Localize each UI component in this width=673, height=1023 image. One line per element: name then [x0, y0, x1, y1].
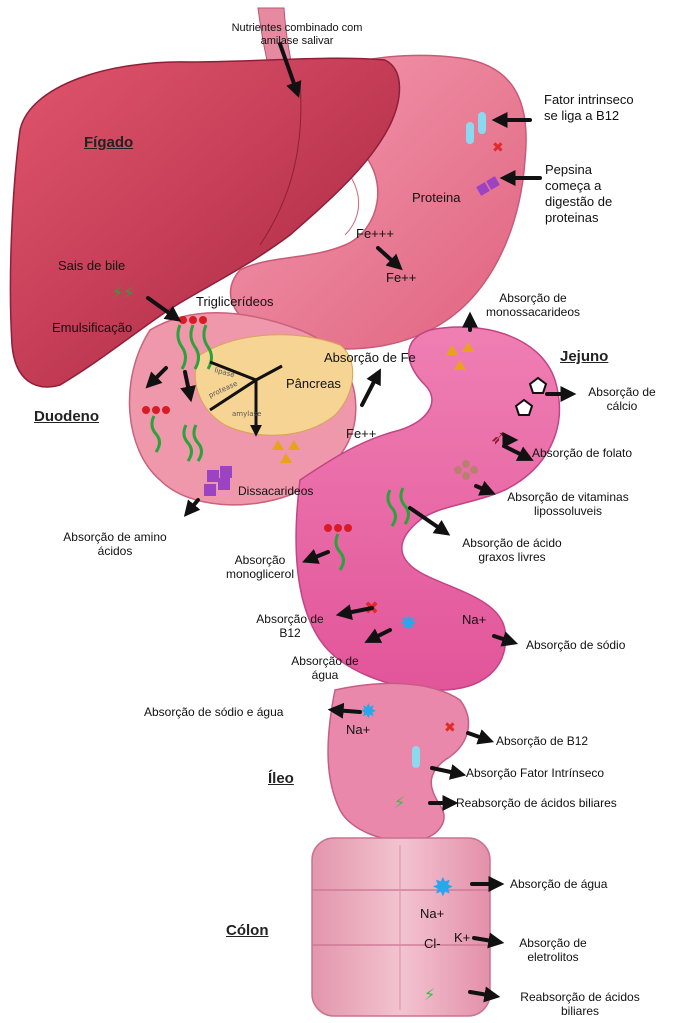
b12-label-line2: B12: [244, 626, 336, 640]
water-label-line2: água: [282, 668, 368, 682]
fatty-acids-label: Absorção de ácido graxos livres: [448, 536, 576, 564]
vitamins-label-line1: Absorção de vitaminas: [494, 490, 642, 504]
pancreas-label: Pâncreas: [286, 376, 341, 392]
b12-cross-icon: ✖: [492, 140, 504, 156]
intrinsic-label-line1: Fator intrinseco: [544, 92, 634, 108]
bile-salts-label: Sais de bile: [58, 258, 125, 274]
electrolytes-label-line1: Absorção de: [506, 936, 600, 950]
vitamins-label: Absorção de vitaminas lipossoluveis: [494, 490, 642, 518]
triglycerides-label: Triglicerídeos: [196, 294, 274, 310]
ileum-intrinsic-label: Absorção Fator Intrínseco: [466, 766, 604, 780]
sodium-water-label: Absorção de sódio e água: [144, 705, 283, 719]
pepsin-label-line4: proteinas: [545, 210, 612, 226]
colon-water-label: Absorção de água: [510, 877, 607, 891]
b12-label-line1: Absorção de: [244, 612, 336, 626]
pepsin-label: Pepsina começa a digestão de proteinas: [545, 162, 612, 226]
mono-label-line1: Absorção de: [468, 291, 598, 305]
monoglyc-label-line1: Absorção: [210, 553, 310, 567]
esophagus-label: Nutrientes combinado com amilase salivar: [204, 22, 390, 48]
esophagus-label-line2: amilase salivar: [204, 35, 390, 48]
water-label-line1: Absorção de: [282, 654, 368, 668]
mono-label-line2: monossacarideos: [468, 305, 598, 319]
intrinsic-factor-label: Fator intrinseco se liga a B12: [544, 92, 634, 124]
pepsin-label-line3: digestão de: [545, 194, 612, 210]
organ-jejunum: Jejuno: [560, 348, 608, 365]
protein-label: Proteina: [412, 190, 460, 206]
ion-fe3: Fe+++: [356, 226, 394, 241]
ion-k-colon: K+: [454, 930, 470, 945]
amino-label-line1: Absorção de amino: [48, 530, 182, 544]
colon-bile-label-line1: Reabsorção de ácidos: [498, 990, 662, 1004]
fatty-label-line2: graxos livres: [448, 550, 576, 564]
bile-bolt-icon-ileum: ⚡: [394, 793, 405, 812]
pepsin-label-line1: Pepsina: [545, 162, 612, 178]
water-absorption-label: Absorção de água: [282, 654, 368, 682]
ion-na-jejunum: Na+: [462, 612, 486, 627]
ion-cl-colon: Cl-: [424, 936, 441, 951]
colon-shape: [312, 838, 490, 1016]
disaccharides-label: Dissacarideos: [238, 484, 313, 498]
ileum-bile-label: Reabsorção de ácidos biliares: [456, 796, 617, 810]
water-icon-ileum: ✸: [360, 699, 377, 723]
ion-fe2-stomach: Fe++: [386, 270, 416, 285]
electrolytes-label-line2: eletrolitos: [506, 950, 600, 964]
esophagus-label-line1: Nutrientes combinado com: [204, 22, 390, 35]
colon-bile-label: Reabsorção de ácidos biliares: [498, 990, 662, 1018]
intrinsic-factor-icon-ileum: [412, 746, 420, 768]
bile-bolt-icon-colon: ⚡: [424, 985, 435, 1004]
calcium-label: Absorção de cálcio: [574, 385, 670, 413]
calcium-label-line2: cálcio: [574, 399, 670, 413]
organ-ileum: Íleo: [268, 770, 294, 787]
iron-absorption-label: Absorção de Fe: [324, 350, 416, 366]
fatty-label-line1: Absorção de ácido: [448, 536, 576, 550]
monoglycerol-label: Absorção monoglicerol: [210, 553, 310, 581]
monosaccharide-label: Absorção de monossacarideos: [468, 291, 598, 319]
ileum-shape: [328, 683, 468, 841]
ion-na-colon: Na+: [420, 906, 444, 921]
enzyme-label-amylase: amylase: [232, 410, 261, 418]
amino-label-line2: ácidos: [48, 544, 182, 558]
sodium-absorption-label: Absorção de sódio: [526, 638, 625, 652]
calcium-label-line1: Absorção de: [574, 385, 670, 399]
organ-duodenum: Duodeno: [34, 408, 99, 425]
bile-bolt-icon: ⚡⚡: [112, 283, 134, 302]
ion-na-ileum: Na+: [346, 722, 370, 737]
folate-label: Absorção de folato: [532, 446, 632, 460]
vitamins-label-line2: lipossoluveis: [494, 504, 642, 518]
colon-bile-label-line2: biliares: [498, 1004, 662, 1018]
organ-liver: Fígado: [84, 134, 133, 151]
water-icon-colon: ✸: [432, 873, 454, 903]
electrolytes-label: Absorção de eletrolitos: [506, 936, 600, 964]
pepsin-label-line2: começa a: [545, 178, 612, 194]
emulsification-label: Emulsificação: [52, 320, 132, 336]
b12-absorption-label: Absorção de B12: [244, 612, 336, 640]
b12-cross-icon-ileum: ✖: [444, 720, 456, 736]
ion-fe2-duodenum: Fe++: [346, 426, 376, 441]
ileum-b12-label: Absorção de B12: [496, 734, 588, 748]
intrinsic-label-line2: se liga a B12: [544, 108, 634, 124]
organ-colon: Cólon: [226, 922, 269, 939]
intrinsic-factor-icon: [466, 122, 474, 144]
amino-acids-label: Absorção de amino ácidos: [48, 530, 182, 558]
water-icon-jejunum: ✸: [400, 611, 417, 635]
monoglyc-label-line2: monoglicerol: [210, 567, 310, 581]
